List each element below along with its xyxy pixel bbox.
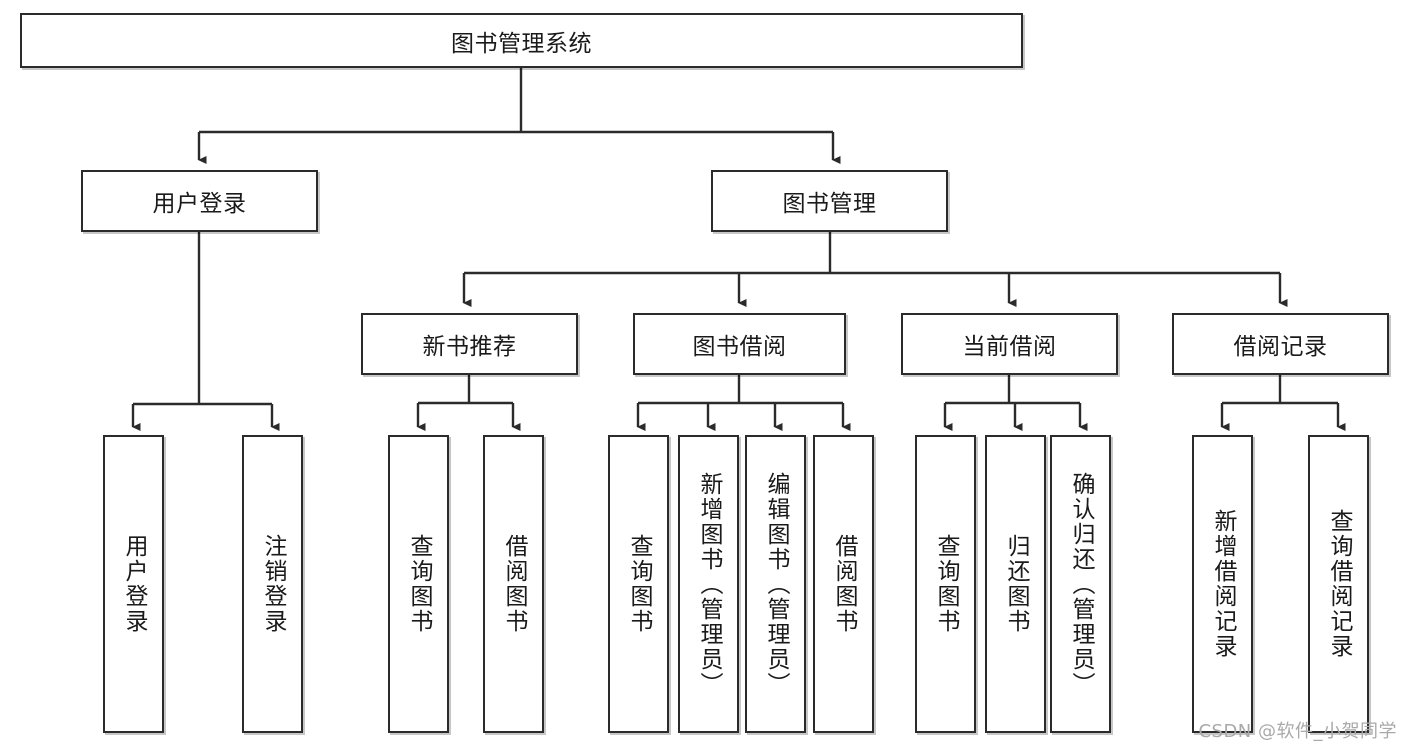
leaf-book-borrow-borrow[interactable]: 借阅图书 [813, 435, 874, 733]
leaf-label: 查询图书 [406, 534, 432, 634]
leaf-label: 借阅图书 [501, 534, 527, 634]
leaf-label: 确认归还（管理员） [1068, 471, 1094, 697]
leaf-label: 查询图书 [626, 534, 652, 634]
node-label: 图书管理 [782, 191, 877, 217]
leaf-book-borrow-edit[interactable]: 编辑图书（管理员） [745, 435, 806, 733]
node-label: 用户登录 [152, 191, 247, 217]
leaf-label: 查询图书 [933, 534, 959, 634]
leaf-book-borrow-add[interactable]: 新增图书（管理员） [678, 435, 739, 733]
node-borrow-record[interactable]: 借阅记录 [1172, 313, 1389, 375]
node-current-borrow[interactable]: 当前借阅 [901, 313, 1118, 375]
leaf-borrow-record-add[interactable]: 新增借阅记录 [1192, 435, 1253, 733]
node-label: 借阅记录 [1233, 334, 1328, 360]
leaf-label: 归还图书 [1003, 534, 1029, 634]
leaf-label: 编辑图书（管理员） [763, 471, 789, 697]
leaf-current-borrow-return[interactable]: 归还图书 [985, 435, 1046, 733]
leaf-new-book-borrow[interactable]: 借阅图书 [483, 435, 544, 733]
node-book-management[interactable]: 图书管理 [711, 170, 948, 232]
leaf-label: 新增借阅记录 [1210, 509, 1236, 659]
leaf-label: 查询借阅记录 [1326, 509, 1352, 659]
node-book-borrow[interactable]: 图书借阅 [633, 313, 846, 375]
csdn-watermark: CSDN @软件_小贺同学 [1198, 721, 1397, 742]
leaf-book-borrow-query[interactable]: 查询图书 [608, 435, 669, 733]
leaf-label: 借阅图书 [831, 534, 857, 634]
leaf-label: 新增图书（管理员） [696, 471, 722, 697]
node-new-book-recommend[interactable]: 新书推荐 [361, 313, 578, 375]
leaf-borrow-record-query[interactable]: 查询借阅记录 [1308, 435, 1369, 733]
node-label: 新书推荐 [422, 334, 517, 360]
leaf-current-borrow-query[interactable]: 查询图书 [915, 435, 976, 733]
leaf-current-borrow-confirm-return[interactable]: 确认归还（管理员） [1050, 435, 1111, 733]
node-label: 图书借阅 [692, 334, 787, 360]
leaf-label: 用户登录 [121, 534, 147, 634]
node-label: 图书管理系统 [451, 30, 592, 57]
node-label: 当前借阅 [962, 334, 1057, 360]
leaf-user-login-logout[interactable]: 注销登录 [242, 435, 303, 733]
leaf-new-book-query[interactable]: 查询图书 [388, 435, 449, 733]
leaf-label: 注销登录 [260, 534, 286, 634]
node-user-login[interactable]: 用户登录 [81, 170, 318, 232]
node-root-system[interactable]: 图书管理系统 [20, 13, 1023, 68]
leaf-user-login-login[interactable]: 用户登录 [103, 435, 164, 733]
